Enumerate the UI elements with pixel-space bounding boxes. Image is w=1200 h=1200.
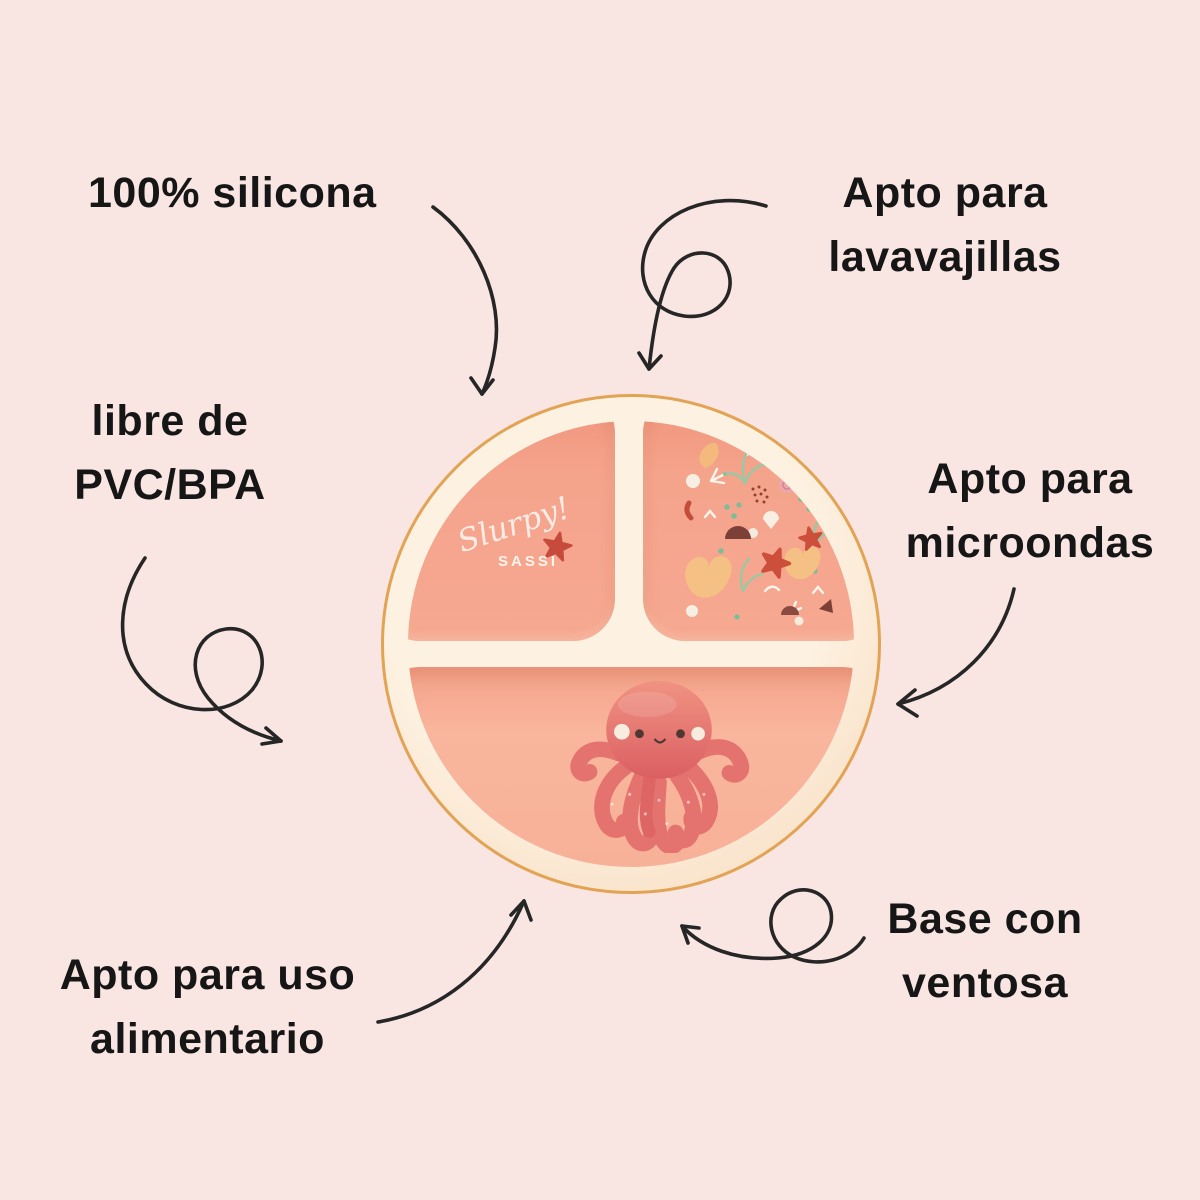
- compartment-pattern: [643, 421, 854, 641]
- label-apto-uso-alimentario: Apto para uso alimentario: [59, 951, 356, 1063]
- brand-logo: Slurpy! SASSI: [453, 490, 586, 583]
- arrow-alimentario-icon: [376, 899, 533, 1024]
- starfish-icon: [543, 531, 573, 562]
- label-apto-microondas: Apto para microondas: [905, 455, 1155, 567]
- label-100-silicona: 100% silicona: [88, 169, 377, 217]
- arrow-pvc-icon: [120, 556, 283, 746]
- label-base-con-ventosa: Base con ventosa: [887, 895, 1083, 1007]
- octopus-illustration: [570, 680, 750, 853]
- arrow-microondas-icon: [896, 587, 1016, 718]
- arrow-ventosa-icon: [680, 888, 866, 964]
- compartment-logo: Slurpy! SASSI: [408, 421, 615, 641]
- sea-pattern-illustration: [684, 443, 839, 626]
- arrow-silicona-icon: [431, 205, 499, 396]
- plate-compartments: Slurpy! SASSI: [408, 421, 854, 867]
- compartment-octopus: [408, 667, 854, 867]
- label-libre-pvc-bpa: libre de PVC/BPA: [74, 397, 266, 509]
- logo-brand-text: SASSI: [498, 553, 559, 570]
- arrow-lavavajillas-icon: [637, 198, 768, 371]
- silicone-plate: Slurpy! SASSI: [381, 394, 881, 894]
- label-apto-lavavajillas: Apto para lavavajillas: [828, 169, 1062, 281]
